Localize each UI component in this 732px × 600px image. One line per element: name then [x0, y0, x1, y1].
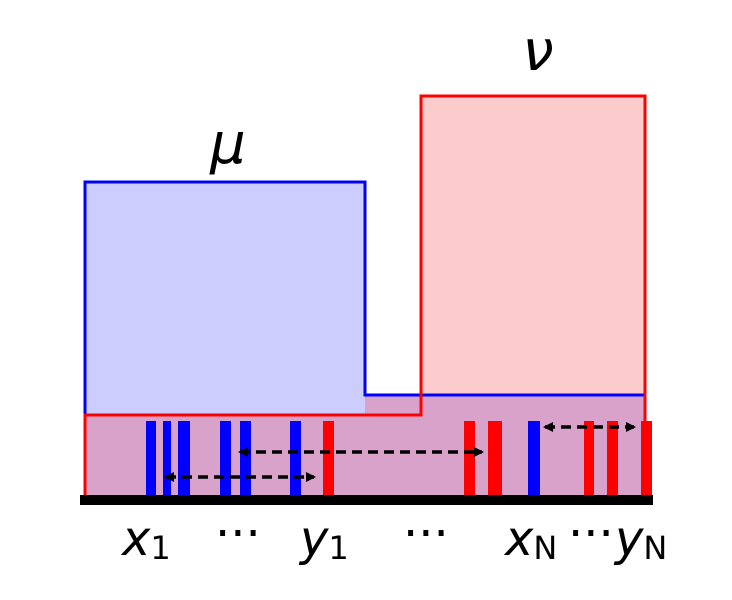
nu-sample-bar [584, 421, 594, 495]
coupling-arrows [164, 422, 636, 482]
mu-sample-bar [146, 421, 156, 495]
mu-sample-bar [240, 421, 251, 495]
mu-sample-bar [528, 421, 540, 495]
nu-sample-bar [464, 421, 475, 495]
yN-label: yN [613, 511, 667, 567]
dots-label-3: ··· [568, 506, 614, 562]
x1-label: x1 [120, 511, 171, 567]
dots-label-2: ··· [403, 506, 449, 562]
y1-label: y1 [298, 511, 349, 567]
nu-sample-bar [488, 421, 502, 495]
xN-label: xN [503, 511, 557, 567]
nu-sample-bar [641, 421, 652, 495]
nu-sample-bar [323, 421, 334, 495]
nu-sample-bar [607, 421, 618, 495]
nu-samples [323, 421, 652, 495]
mu-sample-bar [163, 421, 171, 495]
mu-samples [146, 421, 540, 495]
nu-density-outline [83, 94, 647, 495]
nu-label: ν [522, 19, 553, 84]
mu-label: μ [209, 112, 246, 177]
axis-line [80, 495, 653, 505]
mu-sample-bar [220, 421, 231, 495]
mu-sample-bar [290, 421, 301, 495]
mu-sample-bar [178, 421, 190, 495]
dots-label-1: ··· [215, 506, 261, 562]
